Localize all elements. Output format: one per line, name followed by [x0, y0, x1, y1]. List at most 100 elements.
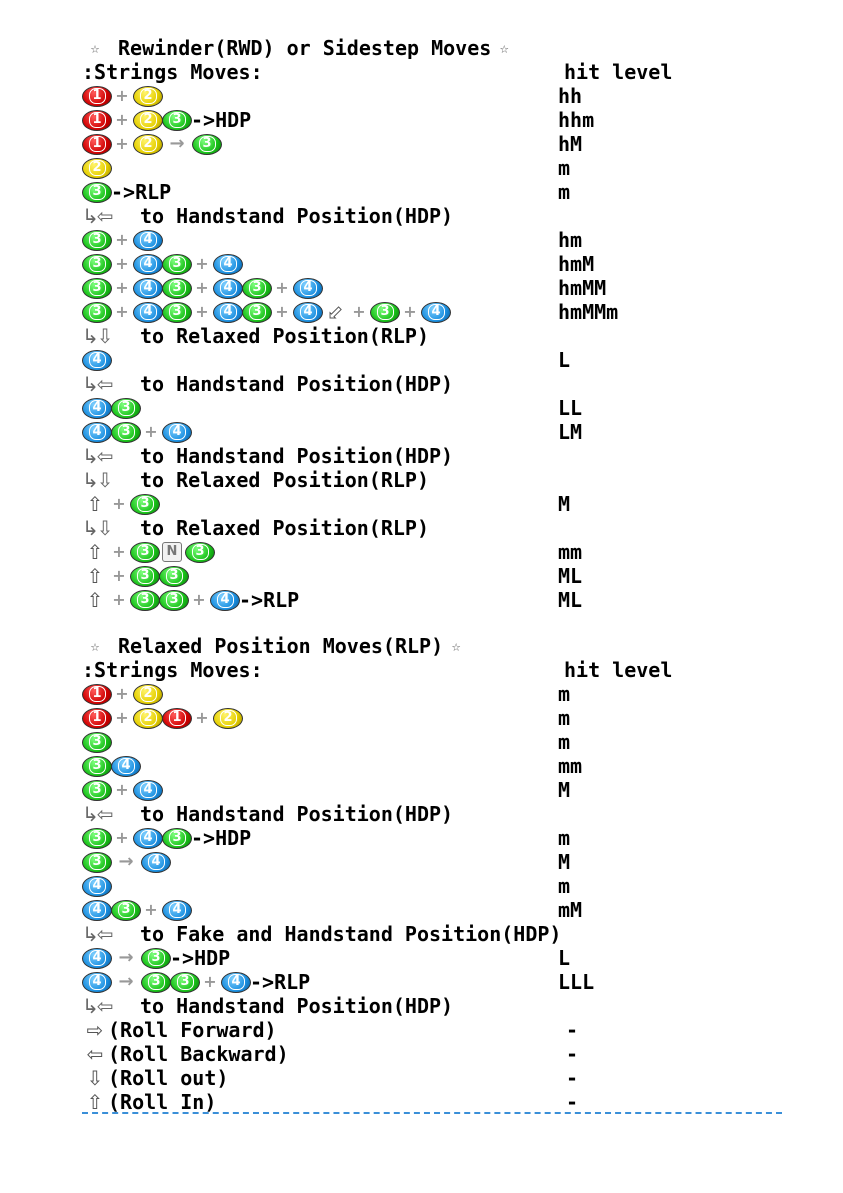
button-1-icon: 1 [82, 109, 112, 131]
hit-level: hmMM [558, 276, 607, 300]
plus-icon: + [195, 708, 209, 727]
plus-icon: + [115, 278, 129, 297]
button-4-icon: 4 [210, 589, 240, 611]
move-text: (Roll Forward) [108, 1018, 277, 1042]
hit-level: LLL [558, 970, 595, 994]
button-3-icon: 3 [130, 541, 160, 563]
button-4-icon: 4 [213, 301, 243, 323]
button-number: 4 [139, 781, 157, 798]
move-inputs: 2 [82, 156, 112, 180]
hit-level: mM [558, 898, 583, 922]
button-2-icon: 2 [213, 707, 243, 729]
button-4-icon: 4 [133, 253, 163, 275]
move-row: ⇦(Roll Backward) - [82, 1042, 782, 1066]
move-text: ->RLP [250, 970, 311, 994]
plus-icon: + [115, 302, 129, 321]
plus-icon: + [195, 254, 209, 273]
transition-arrow-icon: ↳⇦ [82, 204, 114, 228]
section-title: ☆Rewinder(RWD) or Sidestep Moves☆ [82, 36, 782, 60]
move-inputs: 1+2 [82, 682, 163, 706]
button-3-icon: 3 [82, 731, 112, 753]
move-row: ⇨(Roll Forward)- [82, 1018, 782, 1042]
hit-level: hhm [558, 108, 595, 132]
move-inputs: ⇦(Roll Backward) [82, 1042, 289, 1066]
move-text: ->HDP [170, 946, 231, 970]
button-3-icon: 3 [82, 301, 112, 323]
button-number: 3 [147, 949, 165, 966]
button-4-icon: 4 [162, 421, 192, 443]
button-number: 3 [117, 423, 135, 440]
move-row: ↳⇩to Relaxed Position(RLP) [82, 324, 782, 348]
hit-level: M [558, 778, 571, 802]
move-text: (Roll In) [108, 1090, 217, 1114]
button-number: 3 [88, 781, 106, 798]
button-3-icon: 3 [130, 565, 160, 587]
button-number: 3 [88, 255, 106, 272]
button-number: 3 [136, 591, 154, 608]
button-number: 4 [299, 303, 317, 320]
hit-level: hmM [558, 252, 595, 276]
hit-level: m [558, 156, 571, 180]
move-text: to Relaxed Position(RLP) [140, 468, 429, 492]
button-number: 3 [376, 303, 394, 320]
button-number: 3 [88, 231, 106, 248]
button-3-icon: 3 [185, 541, 215, 563]
button-1-icon: 1 [82, 133, 112, 155]
section-gap [82, 612, 782, 634]
move-text: (Roll out) [108, 1066, 229, 1090]
button-3-icon: 3 [162, 253, 192, 275]
plus-icon: + [144, 422, 158, 441]
move-row: ⇧(Roll In)- [82, 1090, 782, 1114]
button-number: 3 [136, 495, 154, 512]
button-4-icon: 4 [82, 397, 112, 419]
hit-level: - [566, 1018, 579, 1042]
move-text: to Handstand Position(HDP) [140, 994, 454, 1018]
hit-level: M [558, 492, 571, 516]
move-inputs: 3+4 [82, 778, 163, 802]
button-number: 3 [88, 279, 106, 296]
button-number: 3 [88, 733, 106, 750]
button-number: 4 [299, 279, 317, 296]
move-inputs: ⇧+3 [82, 492, 160, 516]
button-3-icon: 3 [192, 133, 222, 155]
move-text: to Relaxed Position(RLP) [140, 324, 429, 348]
button-3-icon: 3 [159, 589, 189, 611]
button-3-icon: 3 [370, 301, 400, 323]
move-row: ↳⇦to Handstand Position(HDP) [82, 802, 782, 826]
button-4-icon: 4 [293, 277, 323, 299]
plus-icon: + [192, 590, 206, 609]
hit-level: m [558, 826, 571, 850]
plus-icon: + [115, 254, 129, 273]
direction-icon: ⇧ [86, 1090, 104, 1114]
move-inputs: ↳⇦to Handstand Position(HDP) [82, 372, 453, 396]
move-inputs: 1+2 [82, 84, 163, 108]
direction-icon: ⇧ [86, 564, 104, 588]
button-3-icon: 3 [242, 301, 272, 323]
star-icon: ☆ [90, 637, 100, 655]
move-row: ↳⇦to Handstand Position(HDP) [82, 204, 782, 228]
hit-level: - [566, 1042, 579, 1066]
button-4-icon: 4 [82, 899, 112, 921]
transition-arrow-icon: ↳⇩ [82, 468, 114, 492]
button-number: 3 [191, 543, 209, 560]
move-inputs: 4→3->HDP [82, 946, 230, 970]
button-number: 2 [139, 135, 157, 152]
hit-level: ML [558, 588, 583, 612]
button-4-icon: 4 [133, 827, 163, 849]
hit-level: hmMMm [558, 300, 619, 324]
button-4-icon: 4 [111, 755, 141, 777]
button-1-icon: 1 [82, 707, 112, 729]
direction-icon: ⬃ [326, 300, 344, 324]
